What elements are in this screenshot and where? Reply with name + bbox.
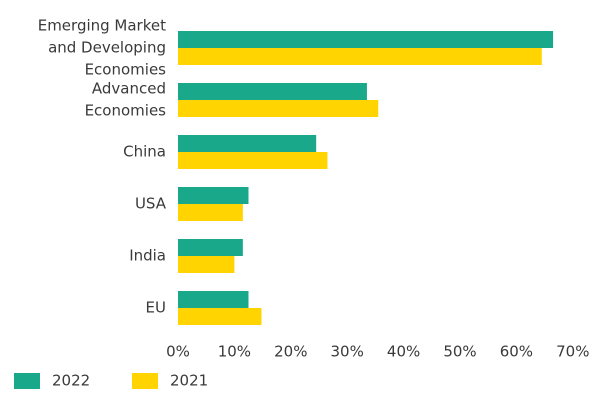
bar-2021-3 (178, 204, 243, 221)
legend-swatch-2022 (14, 373, 40, 389)
category-label-0-line-1: and Developing (48, 39, 166, 57)
bar-2022-2 (178, 135, 317, 152)
x-tick-label-5: 50% (443, 343, 476, 361)
legend-label-2021: 2021 (170, 372, 208, 390)
x-tick-label-3: 30% (331, 343, 364, 361)
category-label-0-line-0: Emerging Market (38, 17, 166, 35)
bar-2022-1 (178, 83, 367, 100)
bar-2021-1 (178, 100, 379, 117)
bar-2022-0 (178, 31, 554, 48)
category-label-3-line-0: USA (135, 195, 167, 213)
x-axis-tick-labels: 0% 10% 20% 30% 40% 50% 60% 70% (166, 343, 589, 361)
legend-label-2022: 2022 (52, 372, 90, 390)
bar-2021-2 (178, 152, 328, 169)
category-label-0-line-2: Economies (85, 61, 167, 79)
legend-swatch-2021 (132, 373, 158, 389)
x-tick-label-1: 10% (218, 343, 251, 361)
category-label-1-line-0: Advanced (92, 80, 166, 98)
category-label-4-line-0: India (129, 247, 166, 265)
bars-layer (178, 31, 554, 325)
bar-2021-0 (178, 48, 542, 65)
category-label-5-line-0: EU (146, 299, 166, 317)
bar-2022-3 (178, 187, 249, 204)
bar-2022-5 (178, 291, 249, 308)
x-tick-label-2: 20% (274, 343, 307, 361)
category-label-2-line-0: China (123, 143, 166, 161)
x-tick-label-6: 60% (500, 343, 533, 361)
x-tick-label-0: 0% (166, 343, 190, 361)
bar-2022-4 (178, 239, 243, 256)
x-tick-label-4: 40% (387, 343, 420, 361)
x-tick-label-7: 70% (556, 343, 589, 361)
legend: 2022 2021 (14, 372, 208, 390)
bar-2021-5 (178, 308, 262, 325)
bar-2021-4 (178, 256, 235, 273)
category-label-1-line-1: Economies (85, 102, 167, 120)
